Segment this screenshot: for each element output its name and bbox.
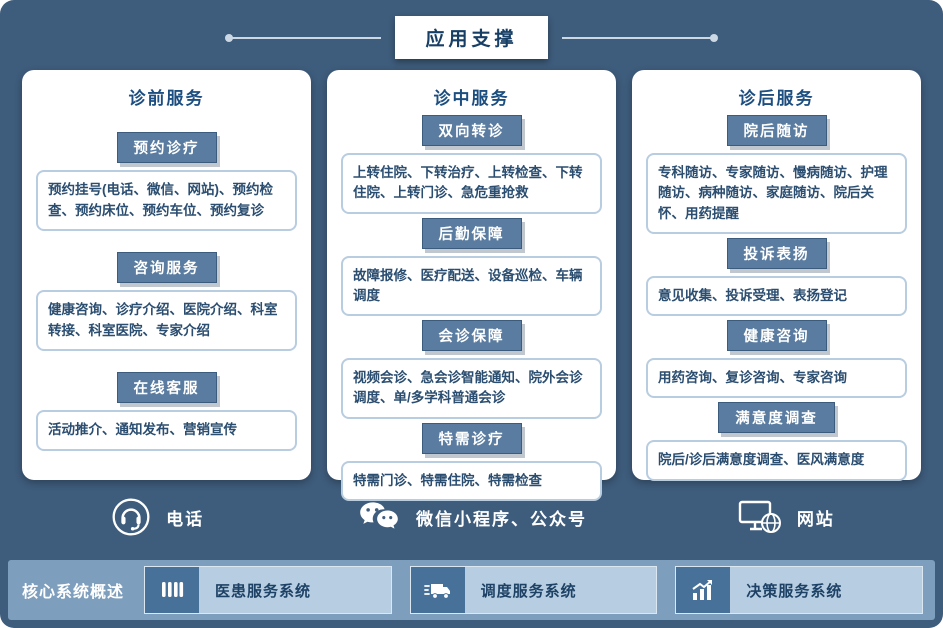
channel-label: 电话 [166,509,205,529]
decorative-line-left [225,33,382,42]
access-channels: 电话 微信小程序、公众号 [0,488,943,546]
section-content: 上转住院、下转治疗、上转检查、下转住院、上转门诊、急危重抢救 [341,153,602,214]
system-label: 医患服务系统 [215,582,312,600]
section: 健康咨询 用药咨询、复诊咨询、专家咨询 [646,320,907,399]
section-badge: 预约诊疗 [116,132,217,164]
core-systems-label: 核心系统概述 [22,584,125,601]
channel-phone: 电话 [0,488,314,546]
section: 院后随访 专科随访、专家随访、慢病随访、护理随访、病种随访、家庭随访、院后关怀、… [646,115,907,234]
section-content: 活动推介、通知发布、营销宣传 [36,410,297,451]
system-label: 调度服务系统 [480,582,577,600]
sections: 双向转诊 上转住院、下转治疗、上转检查、下转住院、上转门诊、急危重抢救 后勤保障… [341,115,602,501]
section-content: 专科随访、专家随访、慢病随访、护理随访、病种随访、家庭随访、院后关怀、用药提醒 [646,153,907,234]
section-badge: 健康咨询 [726,320,827,351]
website-icon [737,496,783,538]
section-content: 院后/诊后满意度调查、医风满意度 [646,440,907,481]
sections: 院后随访 专科随访、专家随访、慢病随访、护理随访、病种随访、家庭随访、院后关怀、… [646,115,907,481]
chart-icon [676,567,731,613]
system-dispatch-service: 调度服务系统 [409,566,658,614]
line-dot-right [709,33,718,42]
section-content: 视频会诊、急会诊智能通知、院外会诊调度、单/多学科普通会诊 [341,358,602,419]
section: 双向转诊 上转住院、下转治疗、上转检查、下转住院、上转门诊、急危重抢救 [341,115,602,214]
section: 满意度调查 院后/诊后满意度调查、医风满意度 [646,402,907,481]
column-pre-service: 诊前服务 预约诊疗 预约挂号(电话、微信、网站)、预约检查、预约床位、预约车位、… [22,70,311,480]
section-content: 健康咨询、诊疗介绍、医院介绍、科室转接、科室医院、专家介绍 [36,290,297,351]
header: 应用支撑 [0,16,943,59]
channel-label: 网站 [796,509,835,529]
section: 会诊保障 视频会诊、急会诊智能通知、院外会诊调度、单/多学科普通会诊 [341,320,602,419]
channel-website: 网站 [629,488,943,546]
column-title: 诊后服务 [738,89,815,108]
core-systems-bar: 核心系统概述 医患服务系统 [8,560,935,620]
section-badge: 投诉表扬 [726,237,827,269]
column-title: 诊前服务 [128,89,205,108]
section-badge: 双向转诊 [421,115,522,146]
system-decision-service: 决策服务系统 [675,566,923,614]
system-label: 决策服务系统 [746,582,843,600]
section: 特需诊疗 特需门诊、特需住院、特需检查 [341,422,602,501]
section-badge: 会诊保障 [421,320,522,351]
section-badge: 在线客服 [116,372,217,404]
section-badge: 后勤保障 [421,217,522,249]
service-columns: 诊前服务 预约诊疗 预约挂号(电话、微信、网站)、预约检查、预约床位、预约车位、… [22,70,921,501]
section-content: 预约挂号(电话、微信、网站)、预约检查、预约床位、预约车位、预约复诊 [36,170,297,231]
truck-icon [410,567,465,613]
channel-label: 微信小程序、公众号 [415,509,587,529]
hospital-icon [145,567,200,613]
sections: 预约诊疗 预约挂号(电话、微信、网站)、预约检查、预约床位、预约车位、预约复诊 … [36,115,297,468]
section-content: 特需门诊、特需住院、特需检查 [341,460,602,501]
page-title: 应用支撑 [395,16,548,59]
section: 后勤保障 故障报修、医疗配送、设备巡检、车辆调度 [341,217,602,316]
section-content: 用药咨询、复诊咨询、专家咨询 [646,358,907,399]
wechat-icon [356,496,402,538]
column-title: 诊中服务 [433,89,510,108]
decorative-line-right [561,33,718,42]
section-badge: 特需诊疗 [421,422,522,454]
section: 在线客服 活动推介、通知发布、营销宣传 [36,372,297,451]
section-badge: 满意度调查 [718,402,835,434]
column-post-service: 诊后服务 院后随访 专科随访、专家随访、慢病随访、护理随访、病种随访、家庭随访、… [632,70,921,481]
column-mid-service: 诊中服务 双向转诊 上转住院、下转治疗、上转检查、下转住院、上转门诊、急危重抢救… [327,70,616,501]
channel-wechat: 微信小程序、公众号 [314,488,628,546]
section: 投诉表扬 意见收集、投诉受理、表扬登记 [646,237,907,316]
section: 预约诊疗 预约挂号(电话、微信、网站)、预约检查、预约床位、预约车位、预约复诊 [36,132,297,231]
section-content: 意见收集、投诉受理、表扬登记 [646,275,907,316]
headset-icon [110,496,152,538]
section-badge: 院后随访 [726,115,827,146]
section-content: 故障报修、医疗配送、设备巡检、车辆调度 [341,255,602,316]
line-dot-left [225,33,234,42]
section: 咨询服务 健康咨询、诊疗介绍、医院介绍、科室转接、科室医院、专家介绍 [36,252,297,351]
section-badge: 咨询服务 [116,252,217,284]
system-patient-service: 医患服务系统 [144,566,392,614]
